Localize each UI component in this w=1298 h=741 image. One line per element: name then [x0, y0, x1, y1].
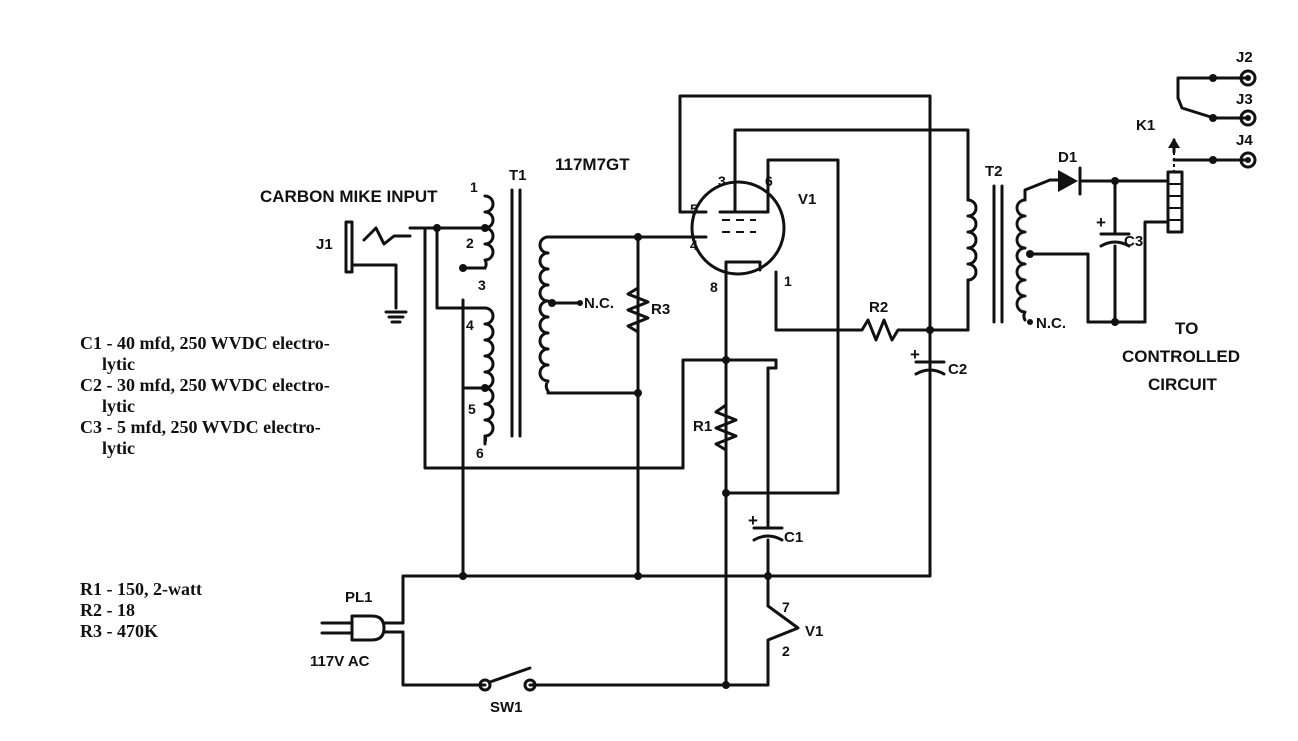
sw1-label: SW1	[490, 699, 523, 716]
t2-primary-coil	[966, 198, 978, 332]
c2-label: C2	[948, 361, 967, 378]
pl1-label: PL1	[345, 589, 373, 606]
tube-pin-4: 4	[690, 237, 698, 253]
capacitor-c1	[752, 366, 784, 578]
d1-label: D1	[1058, 149, 1077, 166]
t1-label: T1	[509, 167, 527, 184]
c1-polarity-mark: +	[748, 511, 758, 530]
t2-core	[992, 184, 1004, 324]
t1-core	[510, 188, 522, 438]
capacitor-c3	[1086, 179, 1170, 324]
c2-spec-cont: lytic	[102, 396, 135, 416]
r3-label: R3	[651, 301, 670, 318]
t2-secondary-coil	[1015, 178, 1090, 324]
j2-label: J2	[1236, 49, 1253, 66]
vacuum-tube-v1	[690, 158, 840, 495]
resistor-r1	[714, 396, 738, 460]
j1-label: J1	[316, 236, 333, 253]
junction-dots	[433, 74, 1217, 689]
c1-spec: C1 - 40 mfd, 250 WVDC electro-	[80, 333, 330, 353]
ac-voltage-label: 117V AC	[310, 653, 370, 670]
t1-primary-coil-upper	[483, 194, 495, 270]
resistor-r3	[626, 278, 650, 342]
relay-k1	[1166, 76, 1250, 234]
v1-heater-label: V1	[805, 623, 823, 640]
tube-heater	[766, 594, 800, 652]
t1-primary-wiring	[408, 226, 778, 470]
c3-label: C3	[1124, 233, 1143, 250]
nc-label-t1: N.C.	[584, 295, 614, 312]
t2-label: T2	[985, 163, 1003, 180]
j3-label: J3	[1236, 91, 1253, 108]
v1-label: V1	[798, 191, 816, 208]
j4-label: J4	[1236, 132, 1253, 149]
switch	[478, 666, 537, 692]
tube-pin-6: 6	[765, 173, 773, 189]
tube-pin-1: 1	[784, 273, 792, 289]
t1-pin-1: 1	[470, 179, 478, 195]
tube-type-label: 117M7GT	[555, 155, 630, 174]
r2-label: R2	[869, 299, 888, 316]
c3-spec-cont: lytic	[102, 438, 135, 458]
t1-pin-6: 6	[476, 445, 484, 461]
resistor-r2	[853, 318, 907, 342]
nc-label-t2: N.C.	[1036, 315, 1066, 332]
t1-secondary-coil	[538, 235, 640, 395]
t1-pin-3: 3	[478, 277, 486, 293]
heater-pin-2: 2	[782, 643, 790, 659]
capacitor-c2	[914, 360, 946, 376]
mic-input-label: CARBON MIKE INPUT	[260, 187, 438, 206]
c1-spec-cont: lytic	[102, 354, 135, 374]
mic-jack	[344, 220, 412, 324]
diode-d1	[1048, 166, 1170, 196]
r2-spec: R2 - 18	[80, 600, 135, 620]
c2-spec: C2 - 30 mfd, 250 WVDC electro-	[80, 375, 330, 395]
controlled-circuit-line2: CONTROLLED	[1122, 347, 1240, 366]
c3-polarity-mark: +	[1096, 213, 1106, 232]
r1-label: R1	[693, 418, 712, 435]
output-jacks	[1239, 69, 1257, 169]
power-wiring	[401, 235, 932, 687]
controlled-circuit-line1: TO	[1175, 319, 1198, 338]
tube-pin-3: 3	[718, 173, 726, 189]
t1-pin-2: 2	[466, 235, 474, 251]
controlled-circuit-line3: CIRCUIT	[1148, 375, 1218, 394]
tube-pin-8: 8	[710, 279, 718, 295]
c1-label: C1	[784, 529, 803, 546]
k1-label: K1	[1136, 117, 1155, 134]
capacitor-parts-list: C1 - 40 mfd, 250 WVDC electro- lytic C2 …	[80, 333, 330, 459]
heater-pin-7: 7	[782, 599, 790, 615]
r3-spec: R3 - 470K	[80, 621, 158, 641]
t1-primary-coil-lower	[483, 306, 495, 446]
t1-pin-4: 4	[466, 317, 474, 333]
r1-spec: R1 - 150, 2-watt	[80, 579, 202, 599]
c3-spec: C3 - 5 mfd, 250 WVDC electro-	[80, 417, 321, 437]
tube-wiring	[636, 94, 970, 687]
ac-plug	[320, 614, 405, 642]
tube-pin-5: 5	[690, 201, 698, 217]
resistor-parts-list: R1 - 150, 2-watt R2 - 18 R3 - 470K	[80, 579, 202, 642]
t1-pin-5: 5	[468, 401, 476, 417]
c2-polarity-mark: +	[910, 345, 920, 364]
